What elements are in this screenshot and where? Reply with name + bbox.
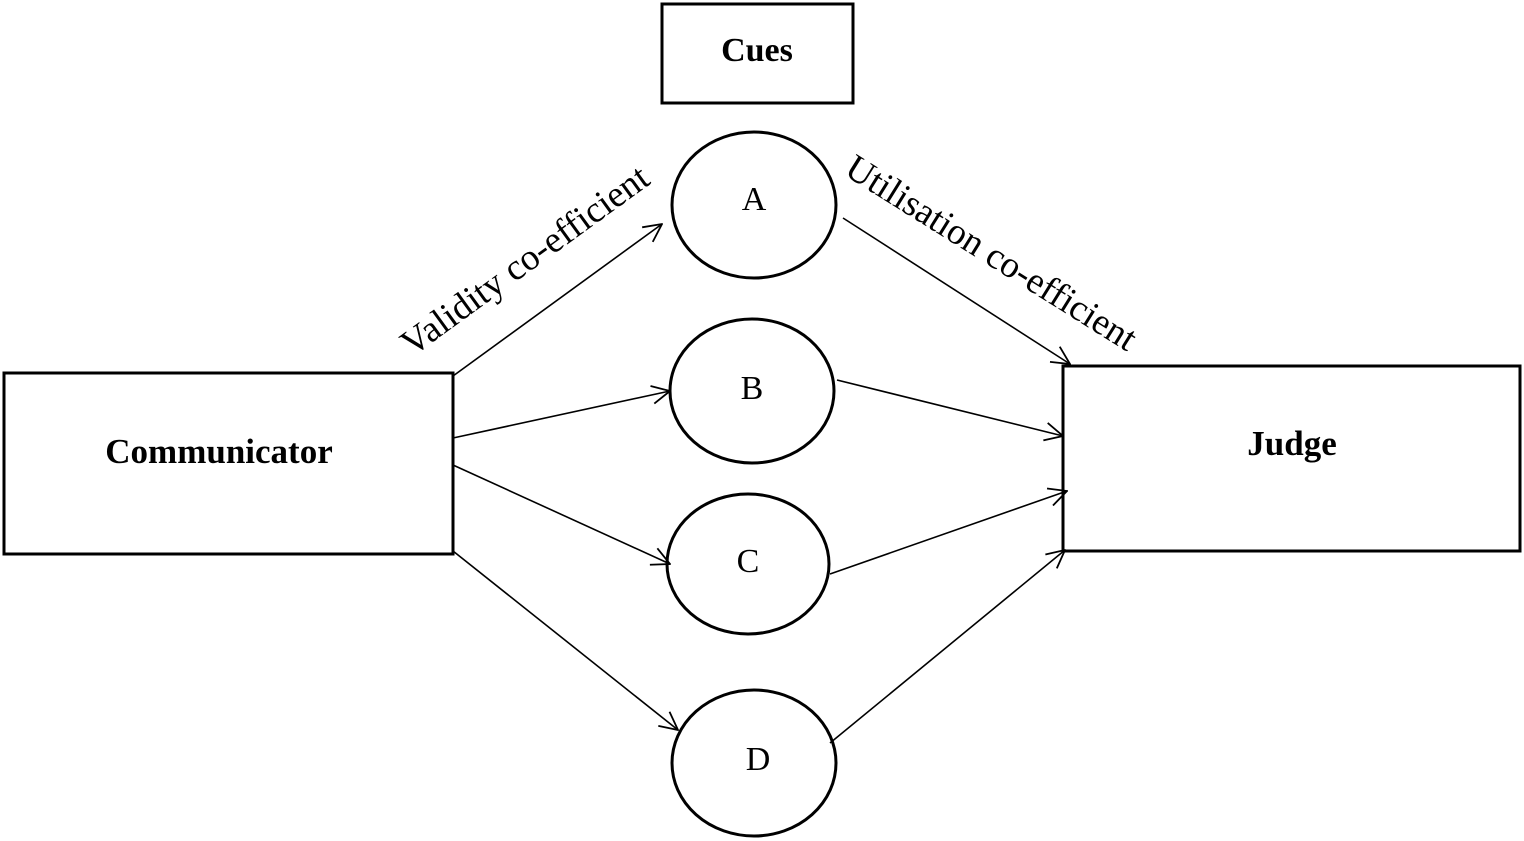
judge-node: Judge	[1061, 364, 1522, 553]
judge-box	[1061, 364, 1522, 553]
cues-header: Cues	[660, 2, 855, 105]
edge-b-to-judge	[836, 379, 1063, 436]
cue-c: C	[665, 492, 831, 636]
edge-a-to-judge	[842, 217, 1070, 364]
communicator-label: Communicator	[105, 432, 332, 471]
edge-communicator-to-d	[452, 550, 678, 730]
edge-communicator-to-b	[452, 391, 670, 439]
cues-title: Cues	[721, 32, 793, 69]
cues-box	[660, 2, 855, 105]
cue-a-circle	[670, 130, 838, 280]
cue-d-label: D	[746, 741, 771, 778]
utilisation-coefficient-label: Utilisation co-efficient	[838, 147, 1145, 360]
cue-b-label: B	[741, 370, 764, 407]
communicator-box	[2, 371, 455, 556]
edge-communicator-to-c	[452, 464, 670, 564]
edge-c-to-judge	[829, 491, 1067, 575]
communicator-node: Communicator	[2, 371, 455, 556]
cue-d: D	[670, 688, 838, 838]
judge-label: Judge	[1247, 424, 1336, 463]
cue-d-circle	[670, 688, 838, 838]
edge-d-to-judge	[829, 550, 1065, 744]
cue-c-label: C	[737, 543, 760, 580]
cue-a-label: A	[742, 181, 767, 218]
validity-coefficient-label: Validity co-efficient	[393, 157, 657, 365]
cue-a: A	[670, 130, 838, 280]
cue-b: B	[668, 317, 836, 465]
edge-communicator-to-a	[452, 224, 662, 377]
